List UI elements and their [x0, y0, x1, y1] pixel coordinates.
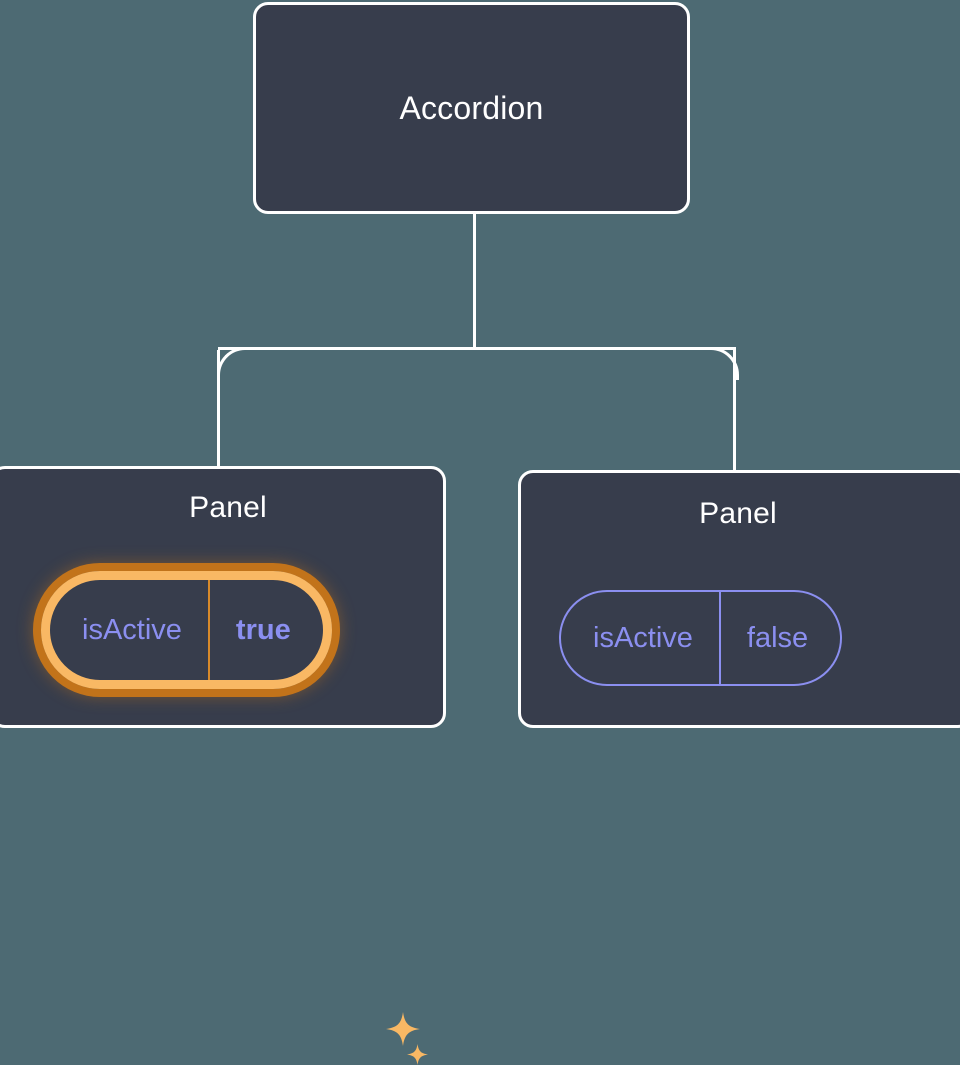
prop-pill-left-divider — [207, 580, 210, 680]
connector-horizontal-bus — [218, 347, 736, 350]
accordion-node[interactable]: Accordion — [253, 2, 690, 214]
connector-root-to-bus — [473, 212, 476, 350]
prop-pill-right-key: isActive — [593, 621, 693, 654]
connector-branch-right — [733, 350, 736, 472]
connector-branch-left — [217, 350, 220, 470]
prop-pill-right-value: false — [746, 621, 809, 654]
panel-node-left-title: Panel — [189, 491, 267, 524]
prop-pill-right-wrap: isActive false — [559, 590, 843, 686]
prop-pill-right-divider — [718, 592, 721, 684]
prop-pill-left-key: isActive — [82, 613, 182, 646]
panel-node-right-title: Panel — [699, 497, 777, 530]
prop-pill-left-value: true — [235, 613, 291, 646]
panel-node-right[interactable]: Panel isActive false — [518, 470, 960, 728]
accordion-node-title: Accordion — [399, 89, 544, 126]
prop-pill-is-active-false[interactable]: isActive false — [559, 590, 843, 686]
prop-pill-left-wrap: isActive true — [41, 571, 332, 689]
connector-corner-left — [217, 347, 250, 380]
sparkle-small-icon — [407, 1044, 428, 1065]
sparkle-large-icon — [386, 1012, 420, 1046]
prop-pill-is-active-true[interactable]: isActive true — [41, 571, 332, 689]
panel-node-left[interactable]: Panel isActive true — [0, 466, 446, 1065]
